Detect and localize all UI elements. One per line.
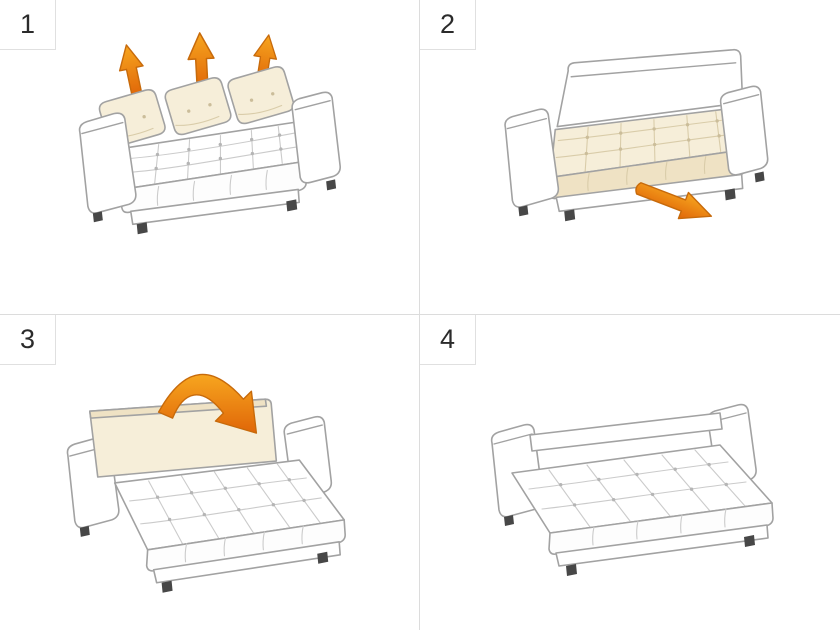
step-number: 3 [19,324,36,354]
step-3-sofa-illustration [66,373,346,593]
flat-bed-mattress [511,444,774,576]
step-panel-3: 3 [0,315,420,630]
pulled-out-seat [113,459,346,593]
step-panel-2: 2 [420,0,840,315]
sofa-arms [504,85,769,217]
sofa-seat-mattress [548,106,747,200]
sofa-seat [120,120,307,235]
step-2-sofa-illustration [504,48,769,222]
step-number: 4 [439,324,456,354]
pull-out-arrow-icon [635,182,713,220]
back-rail [529,412,723,452]
step-number-box: 2 [420,0,476,50]
sofa-arms [78,91,341,223]
step-number: 1 [19,9,36,39]
step-number-box: 4 [420,315,476,365]
step-4-sofa-illustration [490,403,774,576]
step-number-box: 3 [0,315,56,365]
step-panel-4: 4 [420,315,840,630]
step-number: 2 [439,9,456,39]
back-cushions [98,66,295,148]
step-panel-1: 1 [0,0,420,315]
step-1-sofa-illustration [78,32,341,235]
sofa-backrest [556,48,744,128]
step-number-box: 1 [0,0,56,50]
fold-over-arrow-icon [157,373,258,434]
